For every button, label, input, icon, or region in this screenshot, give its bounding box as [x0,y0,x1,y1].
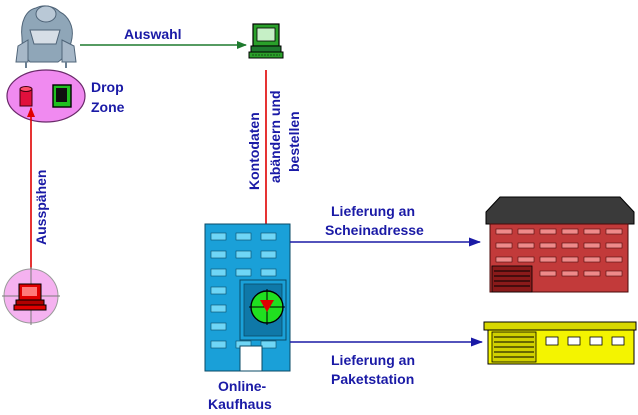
kontodaten-label-line1: Kontodaten [246,112,262,190]
auswahl-label: Auswahl [124,26,182,42]
kontodaten-label-line2: abändern und [267,90,283,183]
online-kaufhaus-label-line1: Online- [218,378,267,394]
packstation-icon [483,321,637,365]
lieferung-paket-label-line1: Lieferung an [331,352,415,368]
drop-zone-label-line2: Zone [91,99,125,115]
lieferung-schein-label-line2: Scheinadresse [325,222,424,238]
target-marker-icon [249,289,285,325]
user-computer-icon [248,23,284,59]
kontodaten-label-line3: bestellen [286,111,302,172]
drop-zone-label-line1: Drop [91,79,124,95]
kontodaten-label: Kontodaten abändern und bestellen [246,90,302,190]
attacker-computer-icon [2,267,60,325]
lieferung-schein-label-line1: Lieferung an [331,203,415,219]
hacker-figure-icon [15,5,77,68]
online-kaufhaus-label-line2: Kaufhaus [208,396,272,412]
lieferung-paket-label-line2: Paketstation [331,371,414,387]
drop-zone-icon [6,69,86,123]
warehouse-building-icon [485,196,635,293]
ausspaehen-label: Ausspähen [33,170,49,245]
